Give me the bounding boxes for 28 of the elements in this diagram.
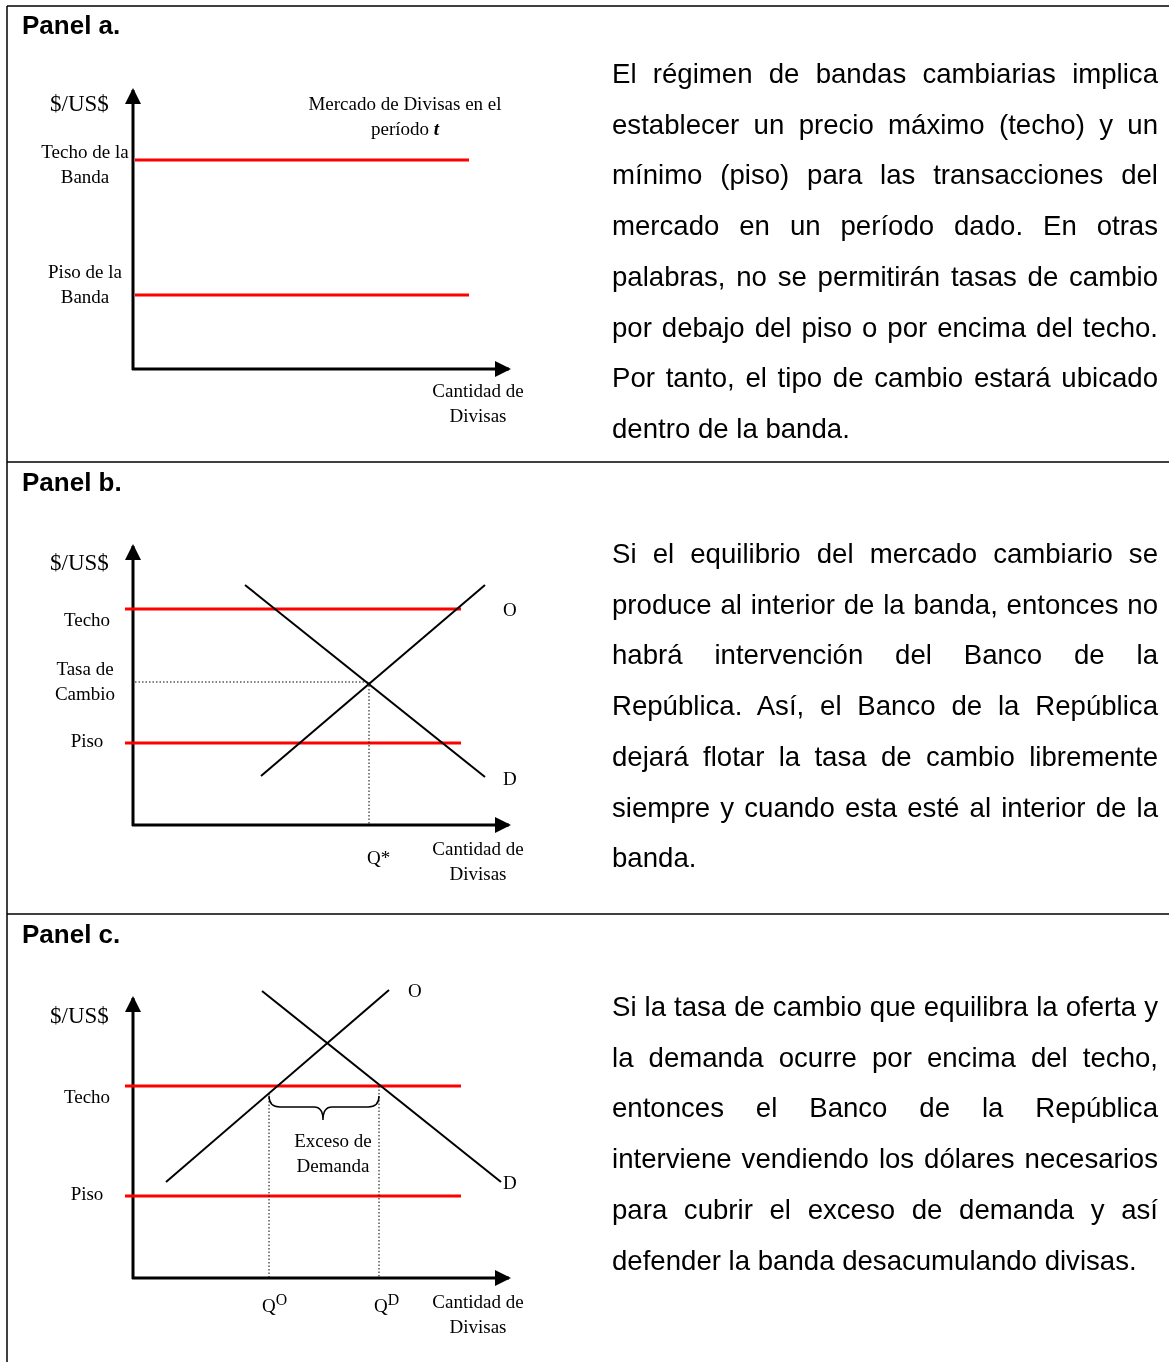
axis-label: Cantidad de Divisas (431, 379, 525, 428)
panel-heading: Panel c. (22, 919, 121, 949)
annotation: Exceso de Demanda (293, 1129, 373, 1178)
band-label: Piso (69, 1182, 105, 1206)
band-label: Piso (69, 729, 105, 753)
panel-heading: Panel a. (22, 10, 121, 40)
curve-label: O (503, 598, 517, 622)
quantity-label: Q$^{D}$ (374, 1290, 400, 1319)
band-label: Techo (62, 1085, 112, 1109)
band-label: Tasa de Cambio (53, 657, 117, 706)
quantity-label: Q* (367, 846, 391, 870)
axis-label: Cantidad de Divisas (431, 837, 525, 886)
band-label: Techo (62, 608, 112, 632)
quantity-label: Q$^{O}$ (262, 1290, 288, 1319)
panel-heading: Panel b. (22, 467, 122, 497)
axis-label: $/US$ (50, 1002, 109, 1030)
chart-title: Mercado de Divisas en el período t (307, 92, 503, 141)
curve-label: D (503, 1171, 517, 1195)
axis-label: Cantidad de Divisas (431, 1290, 525, 1339)
curve-label: D (503, 767, 517, 791)
band-label: Techo de la Banda (40, 140, 130, 189)
band-label: Piso de la Banda (47, 260, 123, 309)
curve-label: O (408, 979, 422, 1003)
axis-label: $/US$ (50, 549, 109, 577)
paragraph: Si la tasa de cambio que equilibra la oferta y la demanda ocurre por encima del techo, entonces el Banco de la República interviene vendiendo los dólares necesarios para cubrir el exceso de demanda y así defender la banda desacumulando divisas. (612, 990, 1158, 1278)
paragraph: Si el equilibrio del mercado cambiario se produce al interior de la banda, entonces no habrá intervención del Banco de la República. Así, el Banco de la República dejará flotar la tasa de cambio libremente siempre y cuando esta esté al interior de la banda. (612, 537, 1158, 876)
paragraph: El régimen de bandas cambiarias implica establecer un precio máximo (techo) y un mínimo (piso) para las transacciones del mercado en un período dado. En otras palabras, no se permitirán tasas de cambio por debajo del piso o por encima del techo. Por tanto, el tipo de cambio estará ubicado dentro de la banda. (612, 57, 1158, 446)
axis-label: $/US$ (50, 90, 109, 118)
